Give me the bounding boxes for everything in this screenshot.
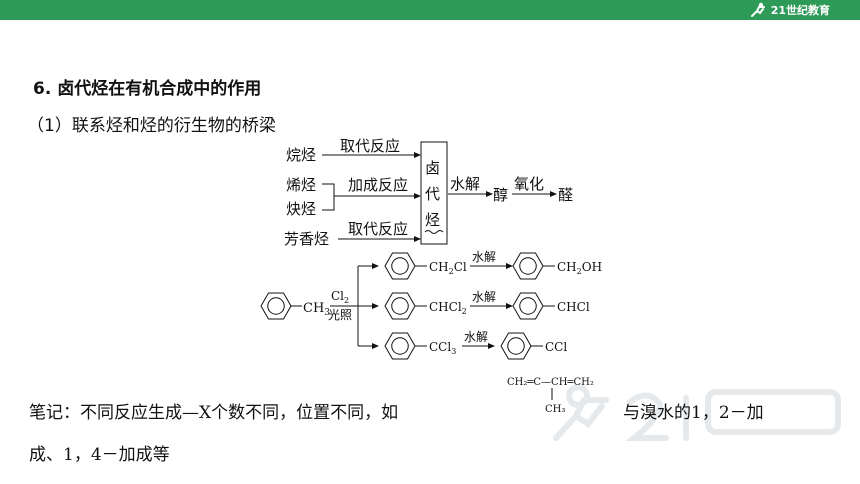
reactant-ring-3 xyxy=(384,332,416,360)
note-text-1: 笔记：不同反应生成—X个数不同，位置不同，如 xyxy=(29,403,399,423)
note-text-2: 与溴水的1，2－加 xyxy=(623,403,764,423)
subsection-heading: （1）联系烃和烃的衍生物的桥梁 xyxy=(27,116,276,136)
light-label: 光照 xyxy=(328,308,352,322)
reactant-ring-2 xyxy=(384,292,416,320)
aldehyde-label: 醛 xyxy=(558,186,573,204)
hydrolysis-label-2: 水解 xyxy=(472,290,496,304)
section-heading: 6. 卤代烃在有机合成中的作用 xyxy=(33,79,262,99)
watermark-logo xyxy=(553,384,841,441)
product-ring-2 xyxy=(512,292,544,320)
box-char-3: 烃 xyxy=(425,211,440,229)
brand-name: 21世纪教育 xyxy=(770,4,830,17)
alkene-label: 烯烃 xyxy=(286,176,316,194)
toluene-group: CH3 xyxy=(303,301,330,318)
box-wave xyxy=(424,230,444,234)
alkyne-label: 炔烃 xyxy=(286,200,316,218)
product-group-1: CH2OH xyxy=(557,260,602,276)
product-group-2: CHCl xyxy=(557,300,590,314)
chloride-group-3: CCl3 xyxy=(429,340,456,356)
box-char-1: 卤 xyxy=(425,159,440,177)
alkene-alkyne-bracket xyxy=(322,183,346,211)
chloride-group-1: CH2Cl xyxy=(429,260,467,276)
oxidation-label: 氧化 xyxy=(514,175,544,193)
hydrolysis-label-1: 水解 xyxy=(472,250,496,264)
product-ring-3 xyxy=(500,332,532,360)
product-group-3: CCl xyxy=(545,340,567,354)
substitution-label-1: 取代反应 xyxy=(340,137,400,155)
alkane-label: 烷烃 xyxy=(286,146,316,164)
hydrolysis-label: 水解 xyxy=(450,175,480,193)
benzene-ring xyxy=(260,292,302,320)
product-ring-1 xyxy=(512,252,544,280)
alcohol-label: 醇 xyxy=(493,186,508,204)
note-text-3: 成、1，4－加成等 xyxy=(29,445,170,465)
isoprene-methyl: CH₃ xyxy=(545,404,565,415)
box-char-2: 代 xyxy=(425,185,440,203)
top-bar: 21世纪教育 xyxy=(0,0,860,20)
isoprene-chain: CH₂═C—CH═CH₂ xyxy=(507,377,594,388)
aromatic-label: 芳香烃 xyxy=(284,230,329,248)
haloalkane-box xyxy=(420,141,448,245)
isoprene-formula: CH₂═C—CH═CH₂ CH₃ xyxy=(507,377,594,415)
chlorine-label: Cl2 xyxy=(331,289,349,305)
brand-logo: 21世纪教育 xyxy=(749,1,830,19)
toluene-ring xyxy=(260,292,292,320)
runner-icon xyxy=(750,2,765,17)
chloride-group-2: CHCl2 xyxy=(429,300,467,316)
reactant-ring-1 xyxy=(384,252,416,280)
addition-label: 加成反应 xyxy=(348,176,408,194)
substitution-label-2: 取代反应 xyxy=(348,220,408,238)
hydrolysis-label-3: 水解 xyxy=(464,330,488,344)
